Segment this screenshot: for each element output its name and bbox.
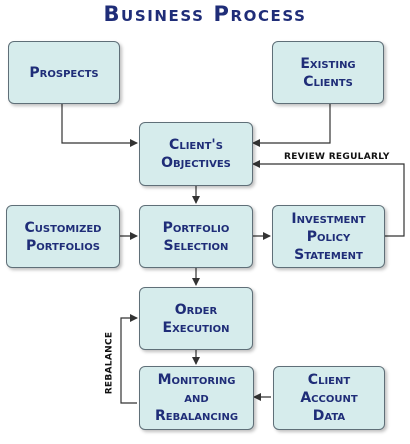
clients-objectives-label: Client's Objectives	[161, 137, 231, 171]
client-account-data-box: Client Account Data	[273, 366, 385, 430]
prospects-label: Prospects	[29, 64, 99, 81]
customized-portfolios-box: Customized Portfolios	[6, 205, 120, 268]
rebalance-label: REBALANCE	[104, 331, 115, 395]
investment-policy-statement-box: Investment Policy Statement	[272, 205, 385, 268]
portfolio-selection-label: Portfolio Selection	[162, 219, 230, 254]
client-account-data-label: Client Account Data	[300, 372, 358, 424]
monitoring-rebalancing-box: Monitoring and Rebalancing	[139, 366, 254, 430]
prospects-box: Prospects	[8, 41, 120, 104]
monitoring-rebalancing-label: Monitoring and Rebalancing	[154, 372, 239, 424]
arrow-review-regularly	[252, 160, 405, 237]
diagram-title: Business Process	[103, 2, 307, 26]
existing-clients-box: Existing Clients	[272, 41, 384, 104]
clients-objectives-box: Client's Objectives	[139, 122, 253, 186]
order-execution-label: Order Execution	[162, 301, 230, 336]
customized-portfolios-label: Customized Portfolios	[24, 219, 102, 254]
review-regularly-label: REVIEW REGULARLY	[284, 152, 390, 162]
existing-clients-label: Existing Clients	[300, 55, 356, 90]
arrow-rebalance	[120, 314, 138, 404]
arrow-existing-to-objectives	[252, 104, 331, 147]
portfolio-selection-box: Portfolio Selection	[139, 205, 253, 268]
investment-policy-statement-label: Investment Policy Statement	[291, 210, 366, 263]
order-execution-box: Order Execution	[139, 287, 253, 350]
arrow-prospects-to-objectives	[61, 104, 138, 147]
